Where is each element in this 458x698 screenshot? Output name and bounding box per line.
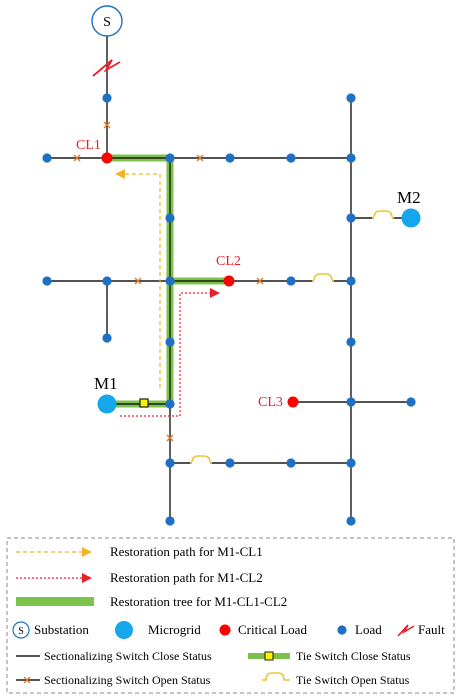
load-node <box>346 276 356 286</box>
load-node <box>102 333 112 343</box>
legend-substation: Substation <box>34 622 89 637</box>
load-node <box>346 213 356 223</box>
legend-microgrid-icon <box>115 621 133 639</box>
load-node <box>42 153 52 163</box>
sectionalizing-switches-open <box>73 121 264 442</box>
critical-loads <box>101 152 299 408</box>
load-node <box>346 458 356 468</box>
legend-tie-close: Tie Switch Close Status <box>296 649 411 663</box>
legend-tie-open: Tie Switch Open Status <box>296 673 410 687</box>
load-node <box>165 399 175 409</box>
tie-switch-open-bottom <box>190 455 212 464</box>
label-m1: M1 <box>94 374 118 393</box>
legend-load: Load <box>355 622 382 637</box>
load-node <box>346 516 356 526</box>
load-node <box>165 458 175 468</box>
load-node <box>42 276 52 286</box>
tie-switch-open-middle <box>312 273 334 282</box>
load-node <box>225 153 235 163</box>
critical-load-cl3 <box>287 396 299 408</box>
sect-switch-open-middle-left <box>134 277 142 285</box>
legend-critical-load-icon <box>219 624 231 636</box>
legend-tree: Restoration tree for M1-CL1-CL2 <box>110 594 287 609</box>
legend-sect-close: Sectionalizing Switch Close Status <box>44 649 212 663</box>
restoration-path-m1-cl2 <box>120 288 220 417</box>
legend-sect-open-x <box>23 676 31 684</box>
legend: Restoration path for M1-CL1 Restoration … <box>6 537 455 694</box>
load-node <box>102 93 112 103</box>
critical-load-cl1 <box>101 152 113 164</box>
load-node <box>286 153 296 163</box>
load-node <box>225 458 235 468</box>
load-node <box>165 337 175 347</box>
microgrid-m1 <box>97 394 117 414</box>
sect-switch-open-lower <box>166 434 174 442</box>
legend-critical-load: Critical Load <box>238 622 307 637</box>
legend-path-m1-cl2: Restoration path for M1-CL2 <box>110 570 263 585</box>
restoration-path-m1-cl1 <box>115 169 161 388</box>
sect-switch-open-cl2-right <box>256 277 264 285</box>
label-m2: M2 <box>397 188 421 207</box>
load-node <box>286 458 296 468</box>
legend-tie-close-box <box>264 651 274 661</box>
load-node <box>346 153 356 163</box>
load-node <box>165 276 175 286</box>
legend-fault-icon <box>397 624 415 637</box>
sect-switch-open-top <box>196 154 204 162</box>
substation-icon: S <box>91 5 123 37</box>
legend-microgrid: Microgrid <box>148 622 201 637</box>
load-node <box>346 337 356 347</box>
label-cl3: CL3 <box>258 395 283 410</box>
load-node <box>406 397 416 407</box>
load-node <box>165 153 175 163</box>
load-node <box>346 93 356 103</box>
legend-tree-swatch <box>16 597 94 606</box>
load-node <box>102 276 112 286</box>
tie-switch-open-m2 <box>372 210 394 219</box>
legend-frame <box>6 537 455 694</box>
substation-symbol: S <box>103 15 111 30</box>
legend-sect-open: Sectionalizing Switch Open Status <box>44 673 211 687</box>
load-node <box>165 213 175 223</box>
microgrid-m2 <box>401 208 421 228</box>
legend-substation-symbol: S <box>18 626 24 637</box>
legend-path-m1-cl1: Restoration path for M1-CL1 <box>110 544 263 559</box>
load-node <box>165 516 175 526</box>
load-node <box>346 397 356 407</box>
legend-substation-icon <box>12 621 30 639</box>
sect-switch-open-cl1-left <box>73 154 81 162</box>
load-nodes <box>42 93 416 526</box>
fault-bolt-icon <box>92 59 121 77</box>
label-cl1: CL1 <box>76 138 101 153</box>
tie-switches-open <box>190 210 394 464</box>
sect-switch-open-trunk <box>103 121 111 129</box>
legend-tie-open-swatch <box>262 672 290 681</box>
legend-load-icon <box>337 625 347 635</box>
tie-switch-closed-m1 <box>139 398 149 408</box>
legend-fault: Fault <box>418 622 445 637</box>
load-node <box>286 276 296 286</box>
critical-load-cl2 <box>223 275 235 287</box>
label-cl2: CL2 <box>216 254 241 269</box>
